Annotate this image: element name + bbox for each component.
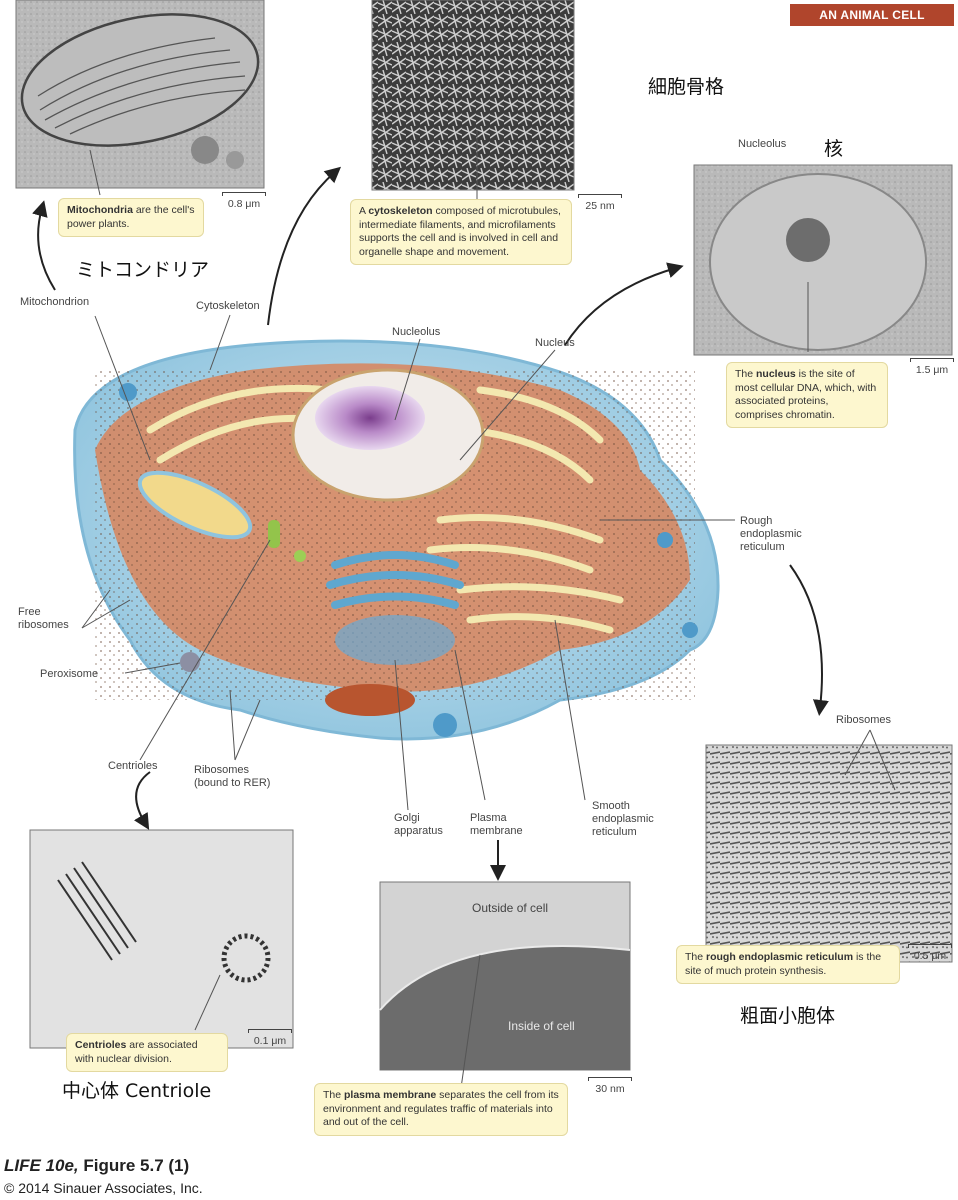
caption-nucleus-pre: The bbox=[735, 368, 757, 380]
label-line: Free bbox=[18, 606, 41, 618]
caption-nucleus: The nucleus is the site of most cellular… bbox=[726, 362, 888, 428]
caption-mitochondria: Mitochondria are the cell's power plants… bbox=[58, 198, 204, 237]
label-centrioles: Centrioles bbox=[108, 760, 158, 772]
scale-rer: 0.5 μm bbox=[908, 944, 952, 962]
caption-plasma-text: separates the cell from its environment … bbox=[323, 1089, 559, 1128]
scale-nucleus-text: 1.5 μm bbox=[915, 364, 949, 376]
cell-illustration bbox=[73, 339, 720, 741]
scale-bar bbox=[908, 944, 952, 948]
caption-plasma-membrane: The plasma membrane separates the cell f… bbox=[314, 1083, 568, 1136]
pointer-arrows bbox=[32, 166, 829, 881]
scale-rer-text: 0.5 μm bbox=[913, 950, 947, 962]
jp-label-rer: 粗面小胞体 bbox=[740, 1005, 836, 1027]
label-ribosomes-micro: Ribosomes bbox=[836, 714, 892, 726]
nucleus-micrograph bbox=[693, 164, 953, 356]
scale-cytoskeleton: 25 nm bbox=[578, 194, 622, 212]
caption-mitochondria-text: are the cell's power plants. bbox=[67, 204, 195, 230]
caption-mitochondria-bold: Mitochondria bbox=[67, 204, 133, 216]
label-line: membrane bbox=[470, 825, 523, 837]
scale-centrioles-text: 0.1 μm bbox=[253, 1035, 287, 1047]
label-cytoskeleton: Cytoskeleton bbox=[196, 300, 260, 312]
caption-rer-pre: The bbox=[685, 951, 707, 963]
label-line: endoplasmic bbox=[740, 528, 802, 540]
label-line: apparatus bbox=[394, 825, 443, 837]
label-line: Plasma bbox=[470, 812, 507, 824]
caption-cytoskeleton-pre: A bbox=[359, 205, 369, 217]
figure-title: LIFE 10e, Figure 5.7 (1) bbox=[4, 1156, 189, 1176]
caption-cytoskeleton: A cytoskeleton composed of microtubules,… bbox=[350, 199, 572, 265]
label-nucleolus: Nucleolus bbox=[392, 326, 441, 338]
label-ribosomes-rer: Ribosomes(bound to RER) bbox=[194, 764, 270, 790]
mitochondria-micrograph bbox=[15, 0, 265, 189]
cytoskeleton-micrograph bbox=[371, 0, 575, 191]
caption-rer-bold: rough endoplasmic reticulum bbox=[706, 951, 854, 963]
label-mitochondrion: Mitochondrion bbox=[20, 296, 90, 308]
caption-cytoskeleton-bold: cytoskeleton bbox=[368, 205, 433, 217]
jp-label-centriole: 中心体 Centriole bbox=[62, 1080, 212, 1102]
scale-plasma: 30 nm bbox=[588, 1077, 632, 1095]
scale-bar bbox=[578, 194, 622, 198]
label-line: ribosomes bbox=[18, 619, 69, 631]
scale-centrioles: 0.1 μm bbox=[248, 1029, 292, 1047]
scale-mitochondria: 0.8 μm bbox=[222, 192, 266, 210]
jp-label-nucleus: 核 bbox=[824, 138, 844, 160]
caption-centrioles-text: are associated with nuclear division. bbox=[75, 1039, 198, 1065]
caption-plasma-pre: The bbox=[323, 1089, 345, 1101]
label-line: Ribosomes bbox=[194, 764, 250, 776]
figure-title-rest: Figure 5.7 (1) bbox=[78, 1156, 190, 1175]
section-badge: AN ANIMAL CELL bbox=[790, 4, 954, 26]
jp-label-cytoskeleton: 細胞骨格 bbox=[648, 76, 725, 98]
plasma-membrane-micrograph bbox=[379, 881, 631, 1071]
label-nucleus: Nucleus bbox=[535, 337, 575, 349]
label-line: reticulum bbox=[740, 541, 785, 553]
copyright: © 2014 Sinauer Associates, Inc. bbox=[4, 1180, 203, 1196]
scale-mitochondria-text: 0.8 μm bbox=[227, 198, 261, 210]
caption-nucleus-text: is the site of most cellular DNA, which,… bbox=[735, 368, 877, 421]
scale-cytoskeleton-text: 25 nm bbox=[585, 200, 615, 212]
centrioles-micrograph bbox=[29, 829, 294, 1049]
scale-bar bbox=[222, 192, 266, 196]
label-line: Smooth bbox=[592, 800, 630, 812]
label-inside-cell: Inside of cell bbox=[508, 1019, 575, 1033]
label-line: reticulum bbox=[592, 826, 637, 838]
scale-bar bbox=[910, 358, 954, 362]
label-line: endoplasmic bbox=[592, 813, 654, 825]
caption-nucleus-bold: nucleus bbox=[756, 368, 796, 380]
label-outside-cell: Outside of cell bbox=[472, 901, 549, 915]
label-line: Rough bbox=[740, 515, 773, 527]
caption-rer: The rough endoplasmic reticulum is the s… bbox=[676, 945, 900, 984]
caption-plasma-bold: plasma membrane bbox=[344, 1089, 437, 1101]
label-peroxisome: Peroxisome bbox=[40, 668, 99, 680]
caption-centrioles: Centrioles are associated with nuclear d… bbox=[66, 1033, 228, 1072]
scale-bar bbox=[248, 1029, 292, 1033]
rer-micrograph bbox=[705, 744, 953, 963]
label-line: (bound to RER) bbox=[194, 777, 271, 789]
figure-title-italic: LIFE 10e, bbox=[4, 1156, 79, 1175]
caption-centrioles-bold: Centrioles bbox=[75, 1039, 127, 1051]
caption-cytoskeleton-text: composed of microtubules, intermediate f… bbox=[359, 205, 561, 258]
scale-nucleus: 1.5 μm bbox=[910, 358, 954, 376]
scale-plasma-text: 30 nm bbox=[595, 1083, 625, 1095]
jp-label-mitochondria: ミトコンドリア bbox=[76, 259, 210, 281]
label-line: Golgi bbox=[394, 812, 420, 824]
scale-bar bbox=[588, 1077, 632, 1081]
caption-rer-text: is the site of much protein synthesis. bbox=[685, 951, 882, 977]
label-nucleolus-micro: Nucleolus bbox=[738, 138, 787, 150]
leader-lines bbox=[81, 130, 896, 1096]
